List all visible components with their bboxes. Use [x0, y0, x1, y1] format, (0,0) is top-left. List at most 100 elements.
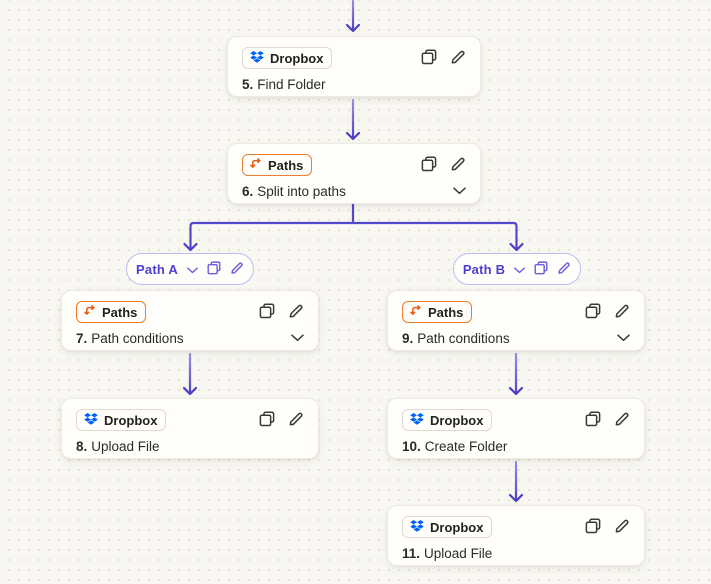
edit-button[interactable]	[614, 303, 630, 322]
step-card-find-folder[interactable]: Dropbox 5.Find Folder	[227, 36, 481, 97]
dropbox-icon	[410, 413, 424, 427]
app-badge-dropbox: Dropbox	[242, 47, 333, 69]
step-label: Create Folder	[424, 438, 508, 454]
paths-icon	[250, 158, 262, 172]
app-badge-label: Dropbox	[430, 519, 484, 535]
duplicate-button[interactable]	[421, 156, 437, 175]
app-badge-label: Dropbox	[430, 412, 484, 428]
dropbox-icon	[410, 520, 424, 534]
paths-icon	[84, 305, 96, 319]
edit-path-button[interactable]	[230, 261, 244, 278]
copy-icon	[259, 303, 275, 322]
pencil-icon	[288, 303, 304, 322]
path-options-button[interactable]	[187, 262, 198, 277]
duplicate-button[interactable]	[585, 303, 601, 322]
duplicate-button[interactable]	[585, 518, 601, 537]
step-label: Upload File	[91, 438, 160, 454]
pencil-icon	[614, 411, 630, 430]
copy-icon	[421, 156, 437, 175]
chevron-down-icon	[514, 262, 526, 277]
path-b-pill[interactable]: Path B	[453, 253, 581, 285]
connector-step7-step8	[182, 352, 198, 396]
app-badge-label: Dropbox	[270, 50, 324, 66]
paths-icon	[410, 305, 422, 319]
edit-button[interactable]	[614, 518, 630, 537]
path-label: Path A	[136, 261, 178, 277]
copy-icon	[259, 411, 275, 430]
step-card-path-conditions-a[interactable]: Paths 7.Path conditions	[61, 290, 319, 351]
dropbox-icon	[84, 413, 98, 427]
connector-into-step5	[345, 0, 361, 33]
path-options-button[interactable]	[514, 262, 526, 277]
chevron-down-icon	[187, 262, 198, 277]
pencil-icon	[450, 156, 466, 175]
path-a-pill[interactable]: Path A	[126, 253, 254, 285]
app-badge-label: Dropbox	[104, 412, 158, 428]
duplicate-path-button[interactable]	[534, 260, 548, 278]
pencil-icon	[557, 261, 571, 278]
connector-step10-step11	[508, 460, 524, 503]
step-label: Find Folder	[257, 76, 326, 92]
duplicate-button[interactable]	[585, 411, 601, 430]
collapse-step-button[interactable]	[291, 329, 304, 347]
step-card-create-folder[interactable]: Dropbox 10.Create Folder	[387, 398, 645, 459]
copy-icon	[585, 411, 601, 430]
chevron-down-icon	[453, 182, 466, 200]
pencil-icon	[450, 49, 466, 68]
app-badge-label: Paths	[428, 304, 464, 320]
app-badge-dropbox: Dropbox	[76, 409, 167, 431]
app-badge-paths: Paths	[242, 154, 313, 176]
pencil-icon	[288, 411, 304, 430]
pencil-icon	[230, 261, 244, 278]
step-title: 10.Create Folder	[402, 439, 507, 454]
collapse-step-button[interactable]	[453, 182, 466, 200]
app-badge-dropbox: Dropbox	[402, 409, 493, 431]
step-card-split-into-paths[interactable]: Paths 6.Split into paths	[227, 143, 481, 204]
step-title: 5.Find Folder	[242, 77, 326, 92]
connector-step5-step6	[345, 98, 361, 141]
edit-button[interactable]	[288, 411, 304, 430]
step-number: 9.	[402, 330, 414, 346]
chevron-down-icon	[617, 329, 630, 347]
app-badge-dropbox: Dropbox	[402, 516, 493, 538]
duplicate-button[interactable]	[421, 49, 437, 68]
app-badge-paths: Paths	[76, 301, 147, 323]
step-card-path-conditions-b[interactable]: Paths 9.Path conditions	[387, 290, 645, 351]
step-number: 7.	[76, 330, 88, 346]
step-title: 8.Upload File	[76, 439, 160, 454]
step-title: 7.Path conditions	[76, 331, 184, 346]
dropbox-icon	[250, 51, 264, 65]
duplicate-button[interactable]	[259, 411, 275, 430]
edit-button[interactable]	[450, 49, 466, 68]
step-number: 5.	[242, 76, 254, 92]
copy-icon	[585, 518, 601, 537]
app-badge-label: Paths	[268, 157, 304, 173]
step-number: 11.	[402, 545, 421, 561]
path-label: Path B	[462, 261, 506, 277]
step-label: Split into paths	[257, 183, 346, 199]
copy-icon	[585, 303, 601, 322]
duplicate-path-button[interactable]	[207, 260, 221, 278]
copy-icon	[534, 260, 548, 278]
step-card-upload-file-a[interactable]: Dropbox 8.Upload File	[61, 398, 319, 459]
edit-button[interactable]	[288, 303, 304, 322]
app-badge-paths: Paths	[402, 301, 473, 323]
edit-button[interactable]	[450, 156, 466, 175]
app-badge-label: Paths	[102, 304, 138, 320]
collapse-step-button[interactable]	[617, 329, 630, 347]
step-card-upload-file-b[interactable]: Dropbox 11.Upload File	[387, 505, 645, 566]
step-number: 6.	[242, 183, 254, 199]
step-label: Path conditions	[91, 330, 184, 346]
step-number: 8.	[76, 438, 88, 454]
chevron-down-icon	[291, 329, 304, 347]
duplicate-button[interactable]	[259, 303, 275, 322]
pencil-icon	[614, 518, 630, 537]
connector-step9-step10	[508, 352, 524, 396]
step-number: 10.	[402, 438, 421, 454]
connector-branch-split	[183, 202, 524, 252]
edit-path-button[interactable]	[557, 261, 571, 278]
edit-button[interactable]	[614, 411, 630, 430]
copy-icon	[207, 260, 221, 278]
pencil-icon	[614, 303, 630, 322]
